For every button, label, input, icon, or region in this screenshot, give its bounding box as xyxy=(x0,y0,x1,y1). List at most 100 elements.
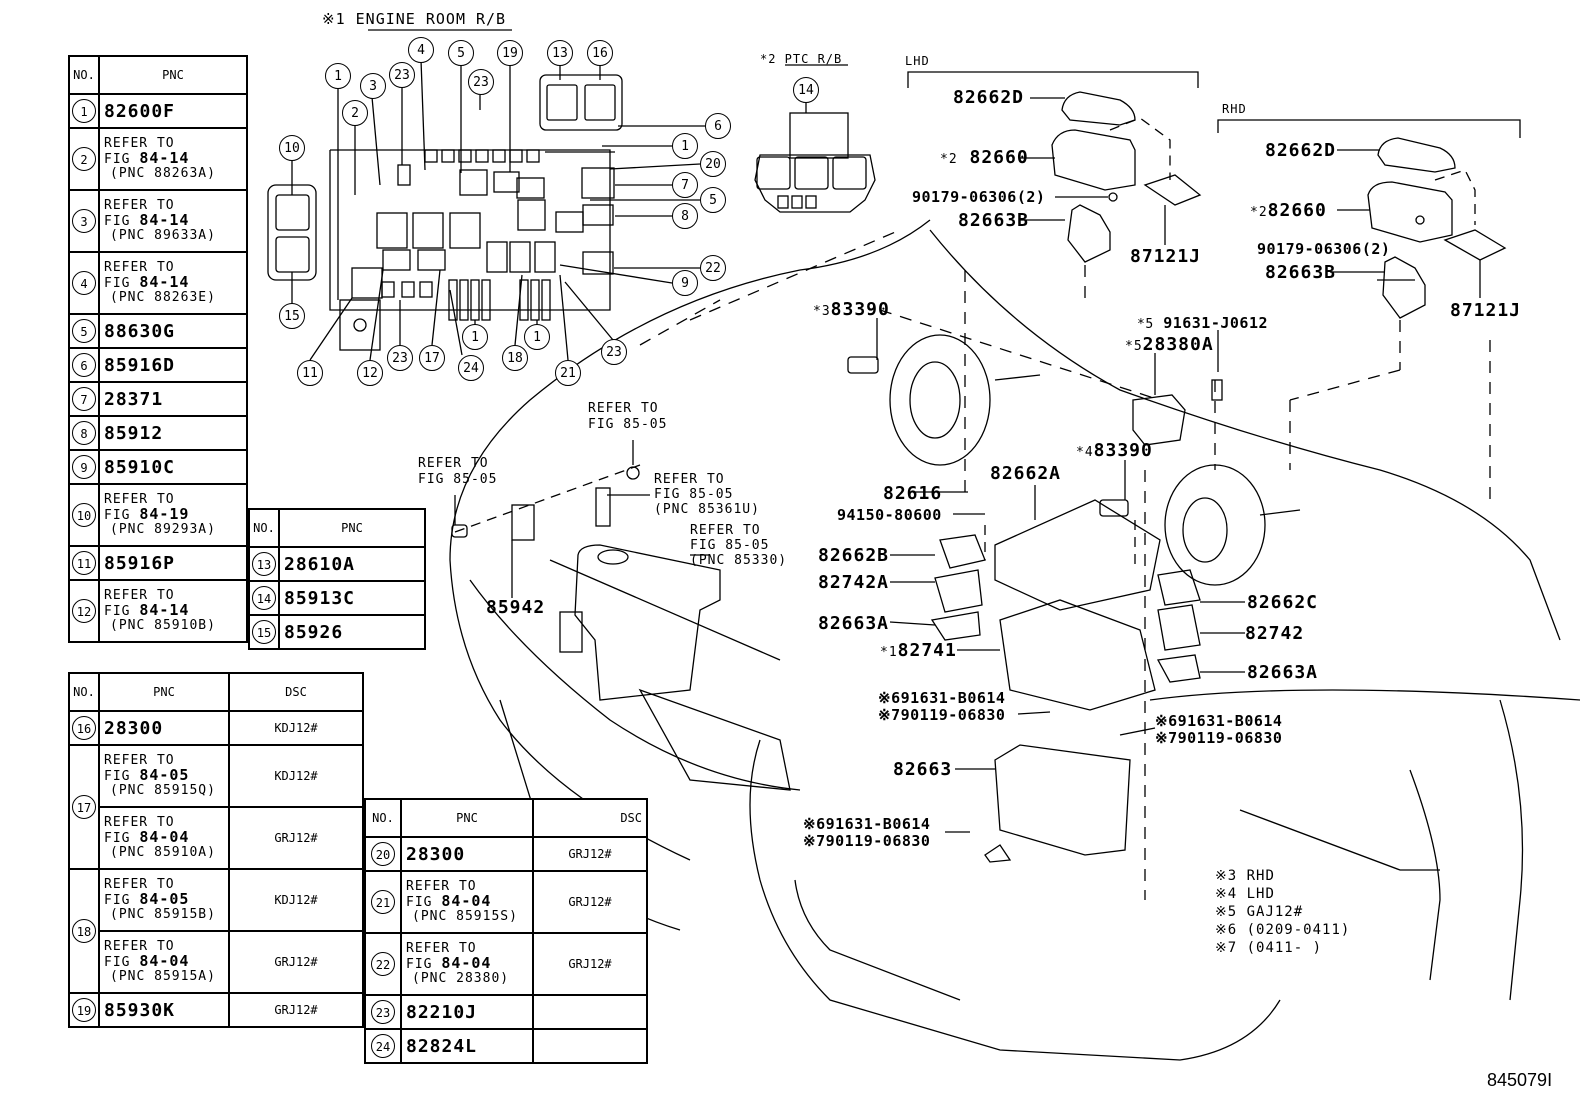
item-number: 24 xyxy=(364,1028,402,1064)
callout: 16 xyxy=(587,40,613,66)
item-number: 5 xyxy=(68,313,100,349)
callout: 2 xyxy=(342,100,368,126)
item-number-circle: 12 xyxy=(72,599,96,623)
callout: 11 xyxy=(297,360,323,386)
legend-item: ※7 (0411- ) xyxy=(1215,940,1323,956)
callout: 12 xyxy=(357,360,383,386)
dsc-cell: GRJ12# xyxy=(228,806,364,870)
item-number-circle: 8 xyxy=(72,421,96,445)
bolt-label-pair: ※691631-B0614※790119-06830 xyxy=(803,815,931,850)
col-dsc: DSC xyxy=(532,798,648,838)
item-number: 1 xyxy=(68,93,100,129)
part-label: 82662C xyxy=(1247,592,1319,613)
callout: 22 xyxy=(700,255,726,281)
lhd-title: LHD xyxy=(905,54,930,68)
item-number-circle: 24 xyxy=(371,1034,395,1058)
item-number-circle: 18 xyxy=(72,919,96,943)
callout: 23 xyxy=(601,339,627,365)
ptc-box-drawing xyxy=(754,112,876,213)
item-number: 16 xyxy=(68,710,100,746)
item-number: 9 xyxy=(68,449,100,485)
item-number-circle: 23 xyxy=(371,1000,395,1024)
bolt-label-pair: ※691631-B0614※790119-06830 xyxy=(1155,712,1283,747)
callout: 20 xyxy=(700,151,726,177)
callout: 19 xyxy=(497,40,523,66)
lhd-ptc-assembly-drawing xyxy=(1051,91,1202,263)
callout: 1 xyxy=(462,324,488,350)
col-no: NO. xyxy=(248,508,280,548)
item-number-circle: 15 xyxy=(252,620,276,644)
dsc-cell: KDJ12# xyxy=(228,710,364,746)
part-label: *182741 xyxy=(880,640,957,661)
part-label: 90179-06306(2) xyxy=(912,188,1046,206)
callout: 3 xyxy=(360,73,386,99)
legend-item: ※6 (0209-0411) xyxy=(1215,922,1351,938)
dsc-cell: KDJ12# xyxy=(228,744,364,808)
col-pnc: PNC xyxy=(98,672,230,712)
col-pnc: PNC xyxy=(98,55,248,95)
legend-item: ※4 LHD xyxy=(1215,886,1275,902)
callout: 5 xyxy=(700,187,726,213)
dsc-cell: GRJ12# xyxy=(532,870,648,934)
pnc-cell: 28300 xyxy=(98,710,230,746)
rhd-bracket xyxy=(1217,119,1521,138)
part-label: 82663B xyxy=(958,210,1030,231)
part-label: 82742A xyxy=(818,572,890,593)
part-label: 90179-06306(2) xyxy=(1257,240,1391,258)
item-number-circle: 10 xyxy=(72,503,96,527)
item-number-circle: 19 xyxy=(72,998,96,1022)
washer-tank-drawing xyxy=(451,464,721,701)
callout: 5 xyxy=(448,40,474,66)
part-label: *5 91631-J0612 xyxy=(1137,314,1269,332)
part-label: 85942 xyxy=(486,597,546,618)
part-label: 87121J xyxy=(1130,246,1202,267)
item-number: 20 xyxy=(364,836,402,872)
callout: 23 xyxy=(468,69,494,95)
item-number-circle: 1 xyxy=(72,99,96,123)
item-number: 14 xyxy=(248,580,280,616)
brake-booster-drawing xyxy=(847,334,1301,586)
part-label: 82663B xyxy=(1265,262,1337,283)
item-number: 7 xyxy=(68,381,100,417)
item-number: 2 xyxy=(68,127,100,191)
col-dsc: DSC xyxy=(228,672,364,712)
item-number: 19 xyxy=(68,992,100,1028)
item-number-circle: 4 xyxy=(72,271,96,295)
callout: 15 xyxy=(279,303,305,329)
item-number-circle: 5 xyxy=(72,319,96,343)
pnc-cell: 28610A xyxy=(278,546,426,582)
item-number-circle: 2 xyxy=(72,147,96,171)
part-label: 82662B xyxy=(818,545,890,566)
item-number: 21 xyxy=(364,870,402,934)
pnc-cell: 82210J xyxy=(400,994,534,1030)
col-no: NO. xyxy=(68,672,100,712)
part-label: 82663A xyxy=(1247,662,1319,683)
item-number-circle: 11 xyxy=(72,551,96,575)
item-number-circle: 21 xyxy=(371,890,395,914)
callout: 6 xyxy=(705,113,731,139)
rhd-ptc-assembly-drawing xyxy=(1367,137,1507,319)
pnc-cell: 28371 xyxy=(98,381,248,417)
callout: 21 xyxy=(555,360,581,386)
